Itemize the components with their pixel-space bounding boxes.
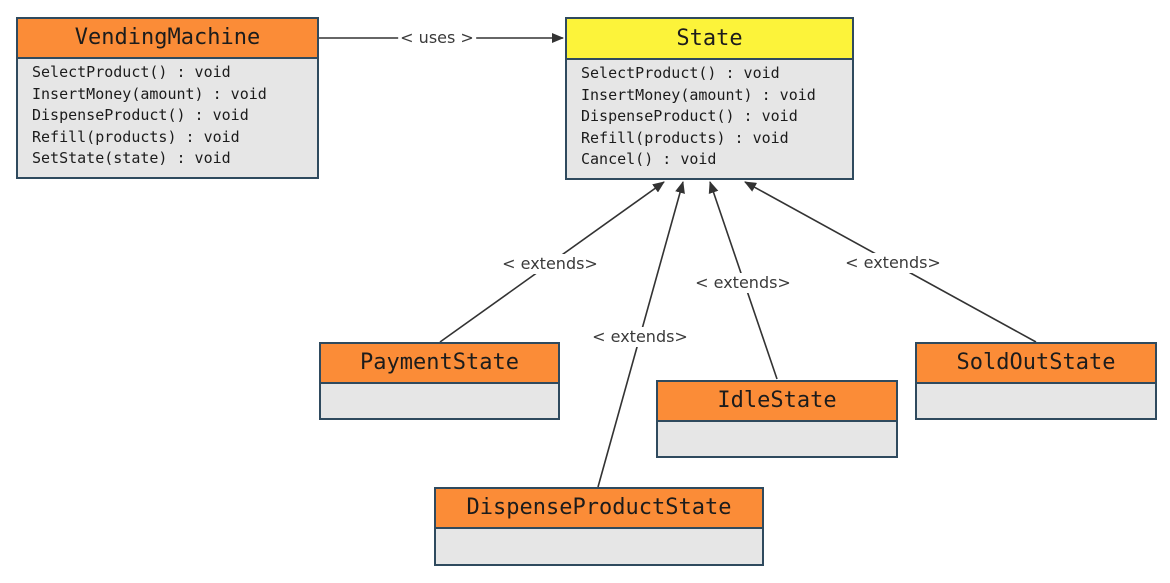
method-insert-money: InsertMoney(amount) : void [581, 85, 816, 104]
idle-state-class-name: IdleState [658, 382, 896, 422]
payment-state-class-name: PaymentState [321, 344, 558, 384]
method-select-product: SelectProduct() : void [581, 64, 780, 82]
extends-label-soldout: < extends> [843, 253, 943, 273]
vending-machine-methods: SelectProduct() : void InsertMoney(amoun… [18, 59, 317, 170]
idle-state-class[interactable]: IdleState [656, 380, 898, 458]
method-cancel: Cancel() : void [581, 150, 717, 168]
extends-label-payment: < extends> [500, 254, 600, 274]
extends-label-idle: < extends> [693, 273, 793, 293]
method-insert-money: InsertMoney(amount) : void [32, 84, 267, 103]
payment-state-class[interactable]: PaymentState [319, 342, 560, 420]
method-set-state: SetState(state) : void [32, 149, 231, 167]
method-select-product: SelectProduct() : void [32, 63, 231, 81]
extends-label-dispense: < extends> [590, 327, 690, 347]
state-methods: SelectProduct() : void InsertMoney(amoun… [567, 60, 852, 171]
vending-machine-class[interactable]: VendingMachine SelectProduct() : void In… [16, 17, 319, 179]
sold-out-state-class[interactable]: SoldOutState [915, 342, 1157, 420]
method-dispense-product: DispenseProduct() : void [32, 106, 249, 124]
vending-machine-class-name: VendingMachine [18, 19, 317, 59]
sold-out-state-class-name: SoldOutState [917, 344, 1155, 384]
method-refill: Refill(products) : void [32, 127, 240, 146]
dispense-product-state-class-name: DispenseProductState [436, 489, 762, 529]
dispense-product-state-class[interactable]: DispenseProductState [434, 487, 764, 566]
method-dispense-product: DispenseProduct() : void [581, 107, 798, 125]
method-refill: Refill(products) : void [581, 128, 789, 147]
uses-label: < uses > [398, 28, 476, 48]
state-class-name: State [567, 19, 852, 60]
state-interface[interactable]: State SelectProduct() : void InsertMoney… [565, 17, 854, 180]
